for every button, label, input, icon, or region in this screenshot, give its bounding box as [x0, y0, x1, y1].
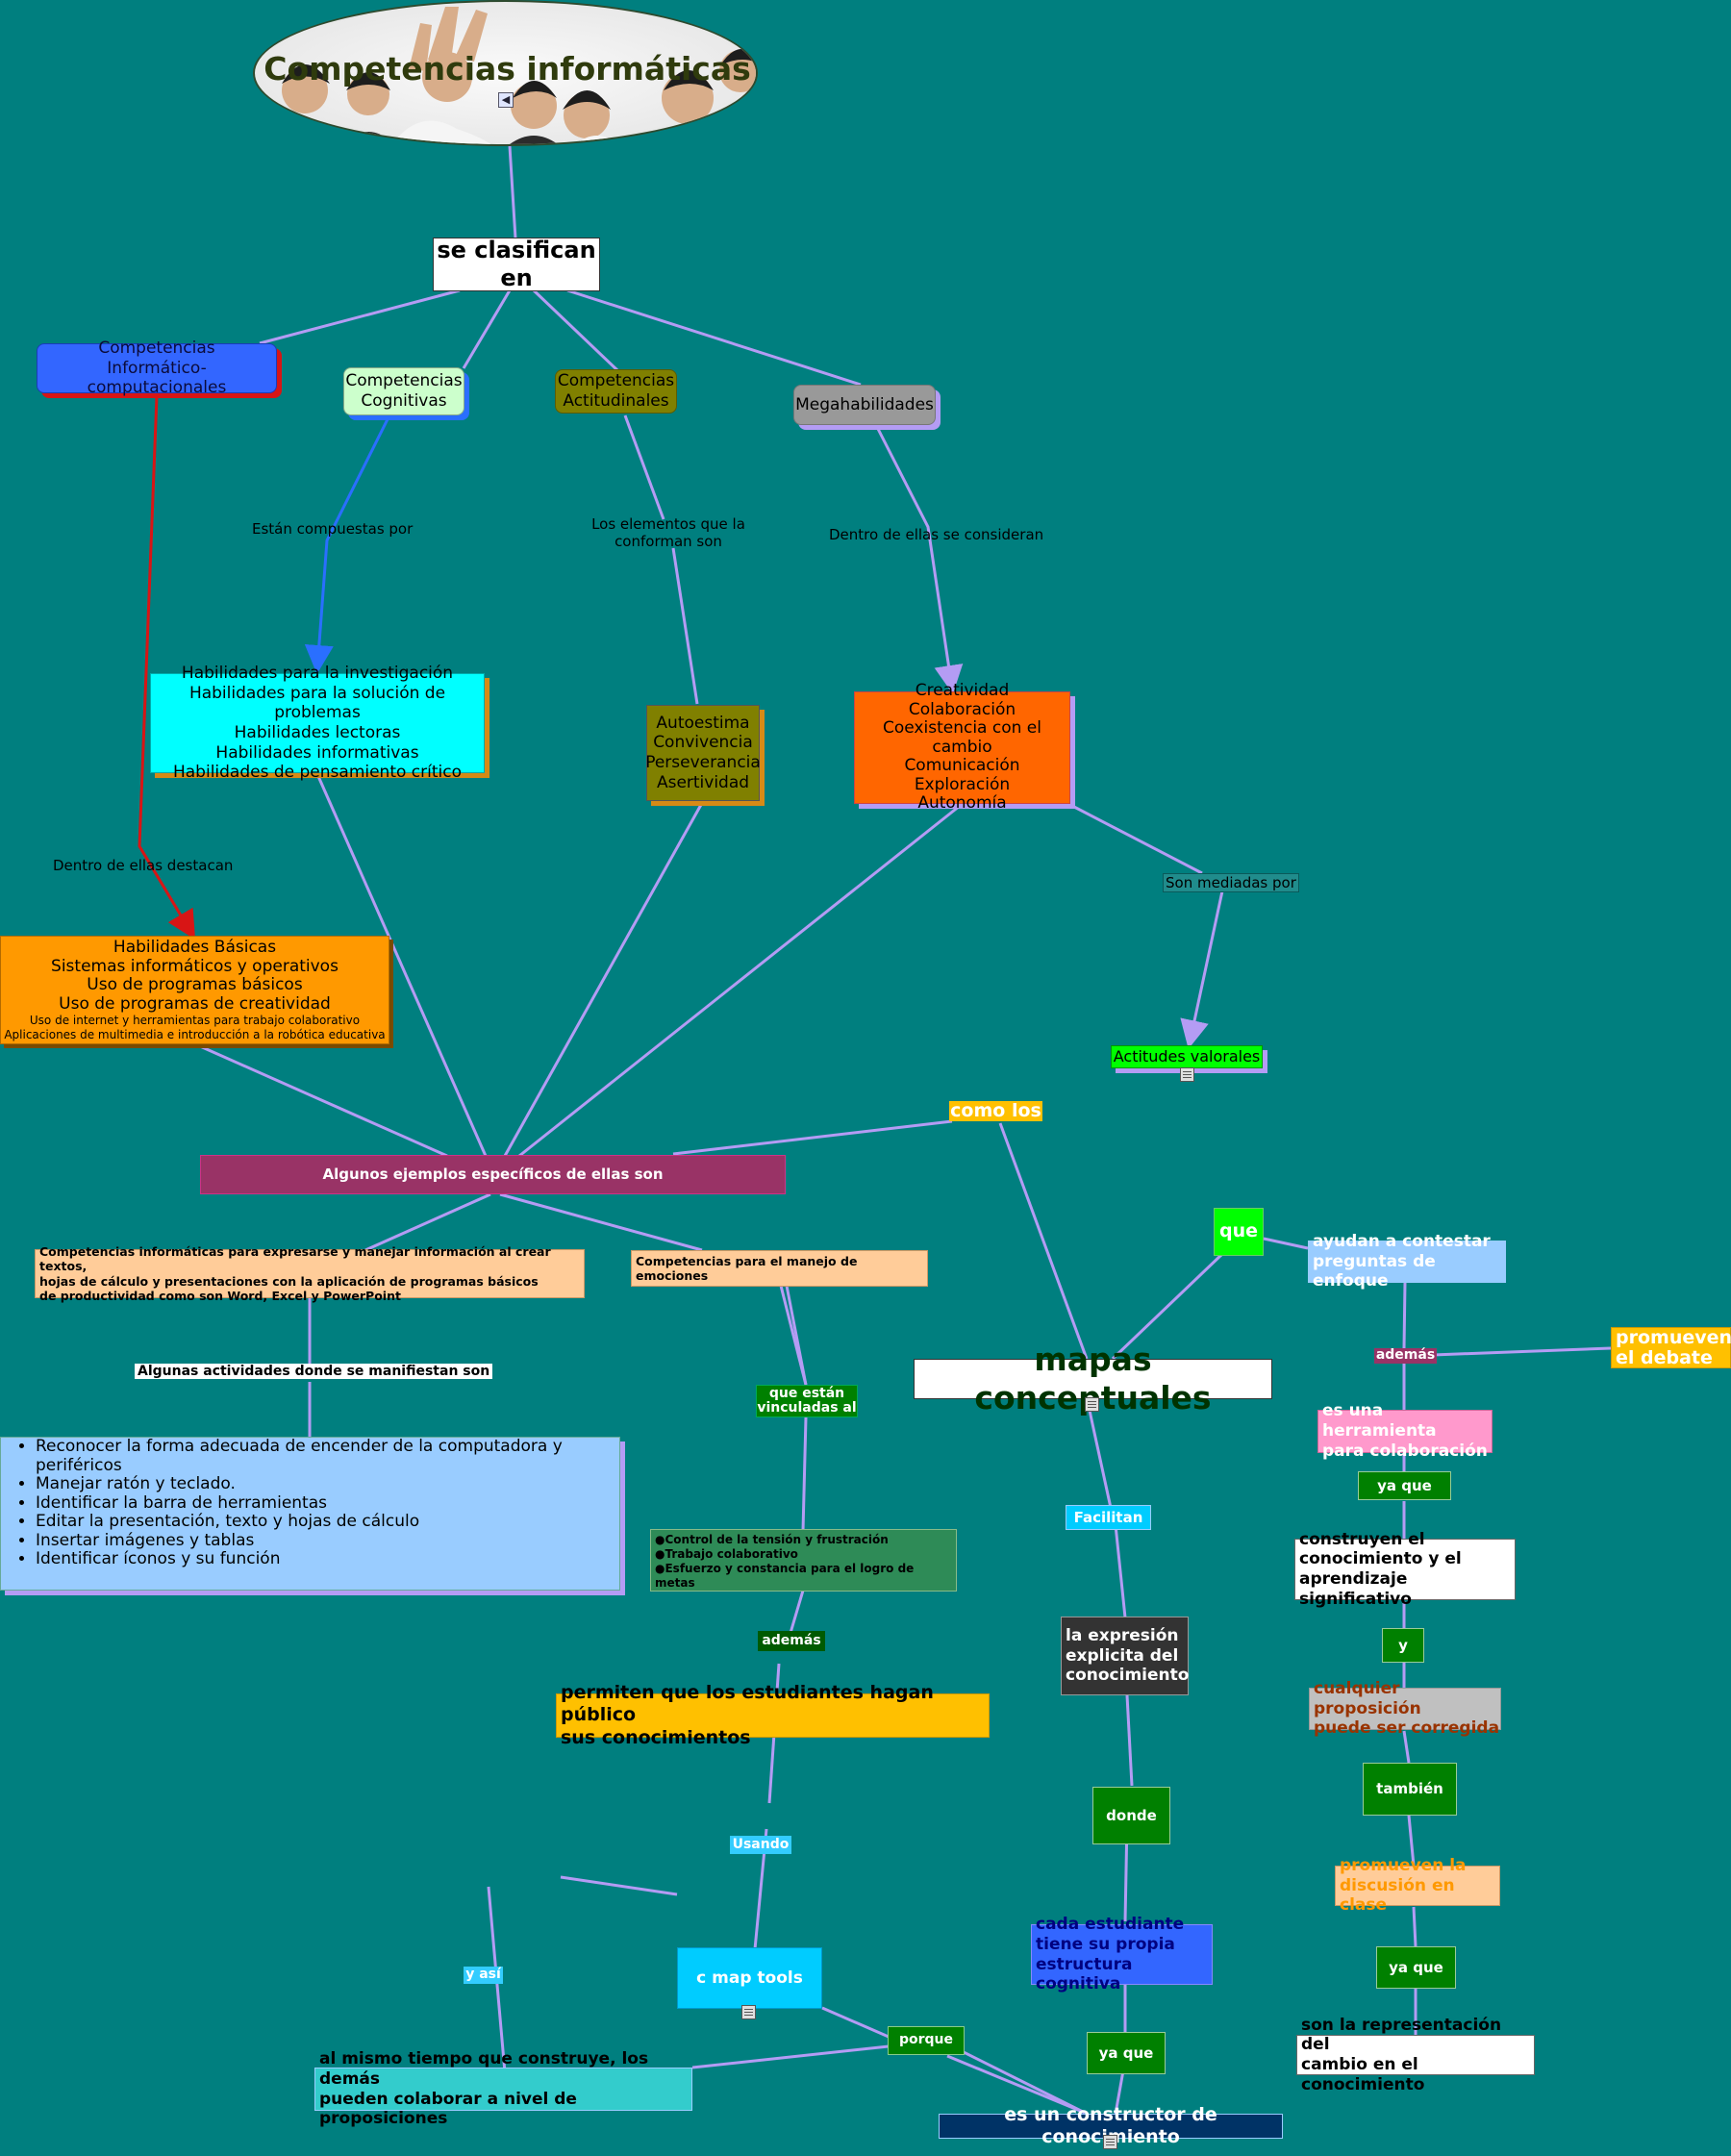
link-label-porque: porque — [888, 2026, 965, 2055]
node-promueven-debate[interactable]: promueven el debate — [1611, 1327, 1731, 1368]
node-competencias-actitudinales[interactable]: Competencias Actitudinales — [555, 369, 677, 414]
node-competencias-informatico-computacionales[interactable]: Competencias Informático-computacionales — [37, 338, 277, 397]
link-label-usando: Usando — [730, 1836, 791, 1854]
link-label-dentro-destacan: Dentro de ellas destacan — [53, 857, 234, 874]
people-photo-illustration — [277, 7, 756, 144]
habilidades-basicas-detail: Uso de internet y herramientas para trab… — [4, 1014, 386, 1041]
link-label-como-los: como los — [949, 1099, 1042, 1121]
node-cmap-tools[interactable]: c map tools — [677, 1947, 822, 2009]
link-label-donde: donde — [1092, 1787, 1170, 1844]
control-item: Esfuerzo y constancia para el logro de m… — [655, 1562, 915, 1590]
header-banner: Competencias informáticas ◀ — [253, 0, 758, 146]
node-cada-estudiante[interactable]: cada estudiante tiene su propia estructu… — [1031, 1915, 1213, 1993]
link-label-ya-que-1: ya que — [1087, 2032, 1166, 2074]
node-expresion-explicita[interactable]: la expresión explicita del conocimiento — [1061, 1617, 1189, 1695]
node-herramienta-colab[interactable]: es una herramienta para colaboración — [1317, 1401, 1493, 1461]
speaker-icon[interactable]: ◀ — [498, 92, 514, 108]
link-label-algunas-actividades: Algunas actividades donde se manifiestan… — [135, 1364, 493, 1379]
link-label-y: y — [1382, 1628, 1424, 1663]
node-habilidades-investigacion[interactable]: Habilidades para la investigación Habili… — [150, 664, 485, 782]
node-cualquier-proposicion[interactable]: cualquier proposición puede ser corregid… — [1309, 1679, 1501, 1738]
node-construyen[interactable]: construyen el conocimiento y el aprendiz… — [1294, 1530, 1516, 1609]
node-representacion[interactable]: son la representación del cambio en el c… — [1296, 2016, 1535, 2094]
link-label-elementos: Los elementos que la conforman son — [591, 515, 745, 550]
link-label-vinculadas: que están vinculadas al — [756, 1385, 858, 1417]
link-label-facilitan: Facilitan — [1066, 1505, 1151, 1530]
control-item: Control de la tensión y frustración — [665, 1533, 889, 1546]
link-label-ademas-2: además — [1374, 1347, 1437, 1364]
node-megahabilidades[interactable]: Megahabilidades — [793, 385, 936, 425]
actividad-item: Insertar imágenes y tablas — [36, 1531, 619, 1551]
node-competencias-emociones[interactable]: Competencias para el manejo de emociones — [631, 1250, 928, 1287]
node-actividades-list[interactable]: Reconocer la forma adecuada de encender … — [0, 1437, 620, 1591]
node-mapas-conceptuales[interactable]: mapas conceptuales — [914, 1341, 1272, 1416]
node-ayudan[interactable]: ayudan a contestar preguntas de enfoque — [1308, 1232, 1506, 1291]
node-control-list[interactable]: ●Control de la tensión y frustración ●Tr… — [650, 1529, 957, 1592]
document-icon[interactable] — [1103, 2135, 1117, 2149]
node-algunos-ejemplos[interactable]: Algunos ejemplos específicos de ellas so… — [200, 1155, 786, 1194]
node-creatividad[interactable]: Creatividad Colaboración Coexistencia co… — [854, 681, 1070, 813]
map-title: Competencias informáticas — [263, 50, 751, 88]
node-competencias-expresarse[interactable]: Competencias informáticas para expresars… — [35, 1244, 585, 1303]
actividad-item: Identificar la barra de herramientas — [36, 1493, 619, 1514]
link-label-estan-compuestas: Están compuestas por — [252, 520, 414, 538]
node-competencias-cognitivas[interactable]: Competencias Cognitivas — [343, 367, 464, 415]
node-habilidades-basicas[interactable]: Habilidades Básicas Sistemas informático… — [0, 936, 389, 1044]
document-icon[interactable] — [1085, 1397, 1099, 1412]
node-actitudes-valorales[interactable]: Actitudes valorales — [1111, 1045, 1263, 1068]
actividad-item: Manejar ratón y teclado. — [36, 1474, 619, 1494]
habilidades-basicas-main: Habilidades Básicas Sistemas informático… — [51, 938, 339, 1014]
actividad-item: Reconocer la forma adecuada de encender … — [36, 1437, 619, 1475]
node-promueven-discusion[interactable]: promueven la discusión en clase — [1335, 1856, 1500, 1915]
link-label-ya-que-3: ya que — [1376, 1946, 1456, 1989]
node-al-mismo-tiempo[interactable]: al mismo tiempo que construye, los demás… — [314, 2049, 692, 2128]
link-label-y-asi: y así — [464, 1967, 503, 1984]
link-label-tambien: también — [1363, 1763, 1457, 1816]
actividad-item: Identificar íconos y su función — [36, 1549, 619, 1569]
link-label-dentro-consideran: Dentro de ellas se consideran — [829, 526, 1044, 543]
document-icon[interactable] — [741, 2005, 756, 2019]
link-label-son-mediadas: Son mediadas por — [1163, 873, 1299, 892]
node-se-clasifican[interactable]: se clasifican en — [433, 237, 600, 291]
link-label-ya-que-2: ya que — [1358, 1471, 1451, 1500]
actividad-item: Editar la presentación, texto y hojas de… — [36, 1512, 619, 1532]
node-permiten[interactable]: permiten que los estudiantes hagan públi… — [556, 1682, 990, 1748]
control-item: Trabajo colaborativo — [665, 1547, 798, 1561]
link-label-ademas-1: además — [758, 1631, 825, 1651]
document-icon[interactable] — [1180, 1067, 1194, 1082]
link-label-que: que — [1214, 1208, 1264, 1256]
node-autoestima[interactable]: Autoestima Convivencia Perseverancia Ase… — [645, 705, 761, 801]
